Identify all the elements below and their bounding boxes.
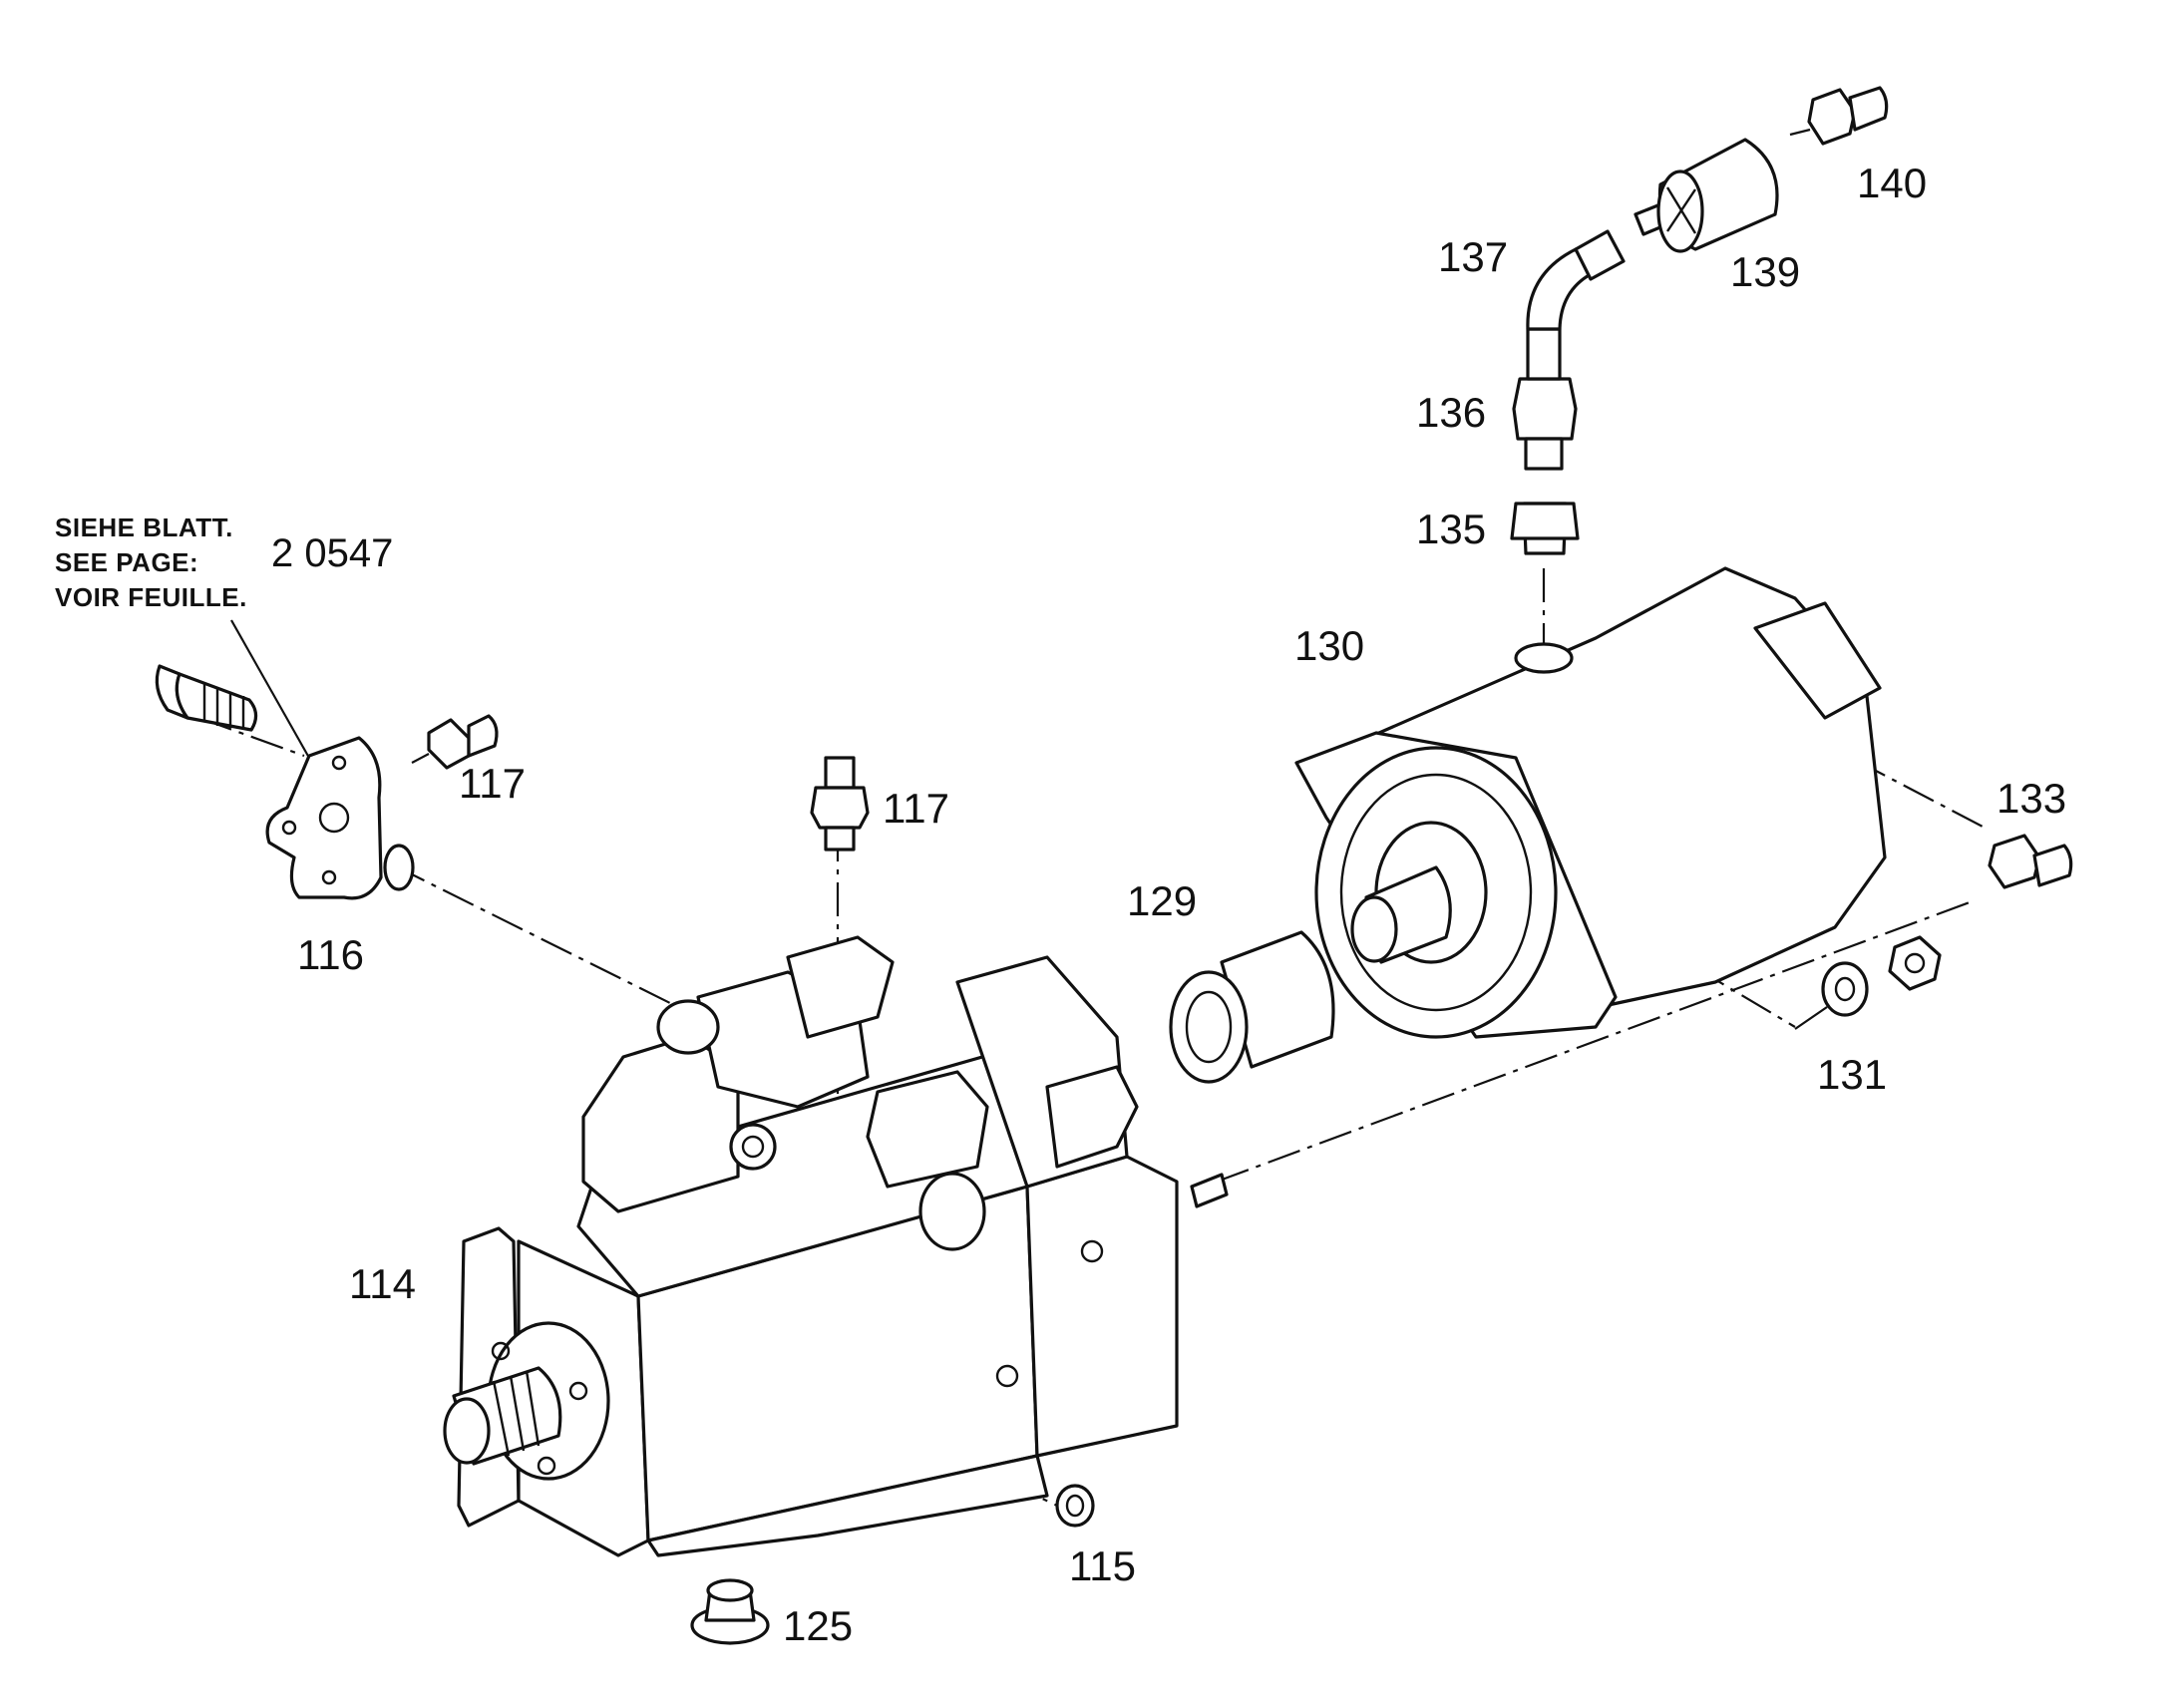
fitting-136-hex xyxy=(1512,377,1578,441)
coupling-front xyxy=(1169,970,1249,1084)
plug-top xyxy=(706,1578,754,1602)
hex-nut-bore xyxy=(741,1135,765,1159)
solenoid-left xyxy=(786,935,895,1039)
shaft-splines xyxy=(492,1370,541,1457)
rear-stud xyxy=(1190,1173,1229,1208)
bolt xyxy=(155,664,258,732)
pump-130-rear-block xyxy=(1753,601,1882,720)
fitting-140-hex xyxy=(1807,88,1857,146)
leader-140 xyxy=(1789,128,1811,137)
flange-hole-side xyxy=(281,820,297,836)
label-129: 129 xyxy=(1127,877,1197,924)
fitting-hex xyxy=(810,786,870,830)
washer-131 xyxy=(1821,961,1869,1017)
seal-ring xyxy=(1055,1484,1095,1528)
pump-base xyxy=(646,1454,1049,1557)
gauge-port xyxy=(1080,1239,1104,1263)
pump-rear-housing xyxy=(1025,1155,1179,1458)
fastener-131 xyxy=(1821,935,1942,1017)
label-137: 137 xyxy=(1438,233,1508,280)
label-140: 140 xyxy=(1857,160,1927,206)
fitting-135-hex xyxy=(1510,502,1580,540)
o-ring-116 xyxy=(383,844,415,891)
label-133: 133 xyxy=(1997,775,2066,822)
label-116: 116 xyxy=(297,931,364,978)
nut-131-bore xyxy=(1904,952,1926,974)
pump-130-port xyxy=(1514,642,1574,674)
pump-130-shaft-end xyxy=(1350,895,1398,963)
label-125: 125 xyxy=(783,1602,853,1649)
pump-130-face-ring xyxy=(1339,773,1533,1012)
coupling-129 xyxy=(1169,930,1335,1084)
solenoid-right xyxy=(1045,1065,1139,1169)
bolt-thread xyxy=(202,684,245,730)
fitting-117-center xyxy=(810,756,870,852)
filter-139-mark xyxy=(1665,186,1697,234)
reference-line-de: SIEHE BLATT. xyxy=(55,512,233,542)
flange-116 xyxy=(265,736,415,900)
label-130: 130 xyxy=(1294,622,1364,669)
label-136: 136 xyxy=(1416,389,1486,436)
pump-130 xyxy=(1294,566,1887,1039)
solenoid-center xyxy=(866,1070,989,1189)
hex-nut-top xyxy=(729,1123,777,1171)
axis-flange-pump xyxy=(393,864,679,1008)
plug-133-hex xyxy=(1988,834,2041,889)
plug-125 xyxy=(690,1578,770,1645)
fitting-137-nut xyxy=(1574,229,1626,281)
fitting-thread xyxy=(467,714,499,758)
fitting-top-thread xyxy=(824,756,856,790)
label-117-left: 117 xyxy=(459,760,526,807)
coupling-sleeve xyxy=(1220,930,1335,1069)
flange-hole-bottom xyxy=(321,869,337,885)
flange-hole-top xyxy=(331,755,347,771)
coupling-bore xyxy=(1185,990,1233,1064)
reference-page-number: 2 0547 xyxy=(271,531,393,575)
seal-bore xyxy=(1065,1494,1085,1518)
drain-port xyxy=(995,1364,1019,1388)
plug-133 xyxy=(1988,834,2073,889)
fitting-136-thread xyxy=(1524,437,1564,471)
shaft-end xyxy=(443,1397,491,1465)
pipe-fittings xyxy=(1510,86,1889,555)
label-135: 135 xyxy=(1416,506,1486,552)
flange-bolt-2 xyxy=(568,1381,588,1401)
label-114: 114 xyxy=(349,1260,416,1307)
label-131: 131 xyxy=(1817,1051,1887,1098)
fitting-140-thread xyxy=(1848,86,1889,132)
label-139: 139 xyxy=(1730,248,1800,295)
axis-pump-joint xyxy=(1216,900,1971,1184)
callout-labels: 114 115 116 117 117 125 129 130 131 133 … xyxy=(297,160,2066,1649)
leader-131 xyxy=(1794,1006,1828,1030)
leader-117a xyxy=(411,753,430,764)
flange-bolt-1 xyxy=(491,1341,511,1361)
flange-bolt-3 xyxy=(537,1456,556,1476)
reference-leader xyxy=(230,619,310,759)
label-117-center: 117 xyxy=(883,785,949,832)
seal-115 xyxy=(1055,1484,1095,1528)
flange-body xyxy=(265,736,383,900)
flange-bore xyxy=(318,802,350,834)
reference-line-fr: VOIR FEUILLE. xyxy=(55,582,247,612)
fitting-bottom-thread xyxy=(824,826,856,852)
plug-133-thread xyxy=(2032,844,2073,887)
label-115: 115 xyxy=(1069,1542,1136,1589)
reference-line-en: SEE PAGE: xyxy=(55,547,198,577)
fitting-117-left xyxy=(427,714,499,770)
round-cover xyxy=(918,1172,986,1251)
fitting-137-stem xyxy=(1526,327,1562,381)
reference-note: SIEHE BLATT. SEE PAGE: VOIR FEUILLE. 2 0… xyxy=(55,512,393,759)
nut-131 xyxy=(1888,935,1942,991)
main-pump-114 xyxy=(443,935,1229,1557)
port-boss xyxy=(656,999,720,1055)
washer-131-bore xyxy=(1834,976,1856,1002)
